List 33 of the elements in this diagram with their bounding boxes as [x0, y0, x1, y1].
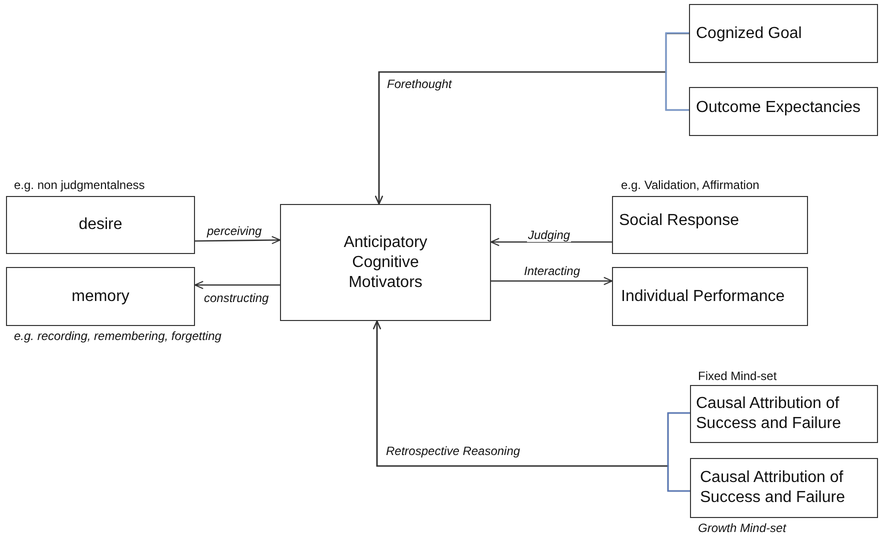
box-label: memory	[72, 286, 130, 306]
process-box	[690, 458, 878, 518]
process-box	[612, 267, 808, 326]
edge-label: Interacting	[523, 264, 582, 278]
box-label: Causal Attribution of Success and Failure	[700, 468, 846, 508]
note-text: e.g. non judgmentalness	[14, 178, 145, 192]
process-box	[689, 4, 878, 63]
note-text: e.g. Validation, Affirmation	[621, 178, 760, 192]
edge-label: Judging	[527, 228, 572, 242]
box-label: desire	[78, 215, 122, 235]
note-text: Growth Mind-set	[698, 521, 786, 535]
edge-label: Forethought	[386, 77, 453, 91]
box-label: Anticipatory Cognitive Motivators	[342, 232, 428, 292]
note-text: Fixed Mind-set	[698, 369, 777, 383]
edge-label: perceiving	[206, 224, 263, 238]
box-label: Cognized Goal	[696, 24, 802, 44]
edge-label: Retrospective Reasoning	[385, 444, 522, 458]
box-label: Social Response	[619, 211, 740, 231]
box-label: Outcome Expectancies	[696, 98, 861, 118]
process-box	[280, 204, 491, 321]
process-box	[690, 385, 878, 443]
edge-label: constructing	[203, 291, 270, 305]
box-label: Individual Performance	[621, 286, 785, 306]
arrow	[195, 236, 281, 244]
arrow	[490, 238, 612, 246]
process-box	[612, 196, 808, 254]
process-box	[6, 196, 195, 254]
arrow	[194, 280, 280, 290]
box-label: Causal Attribution of Success and Failure	[696, 394, 842, 434]
note-text: e.g. recording, remembering, forgetting	[14, 329, 222, 343]
arrow	[491, 276, 613, 286]
process-box	[689, 87, 878, 136]
process-box	[6, 267, 195, 326]
